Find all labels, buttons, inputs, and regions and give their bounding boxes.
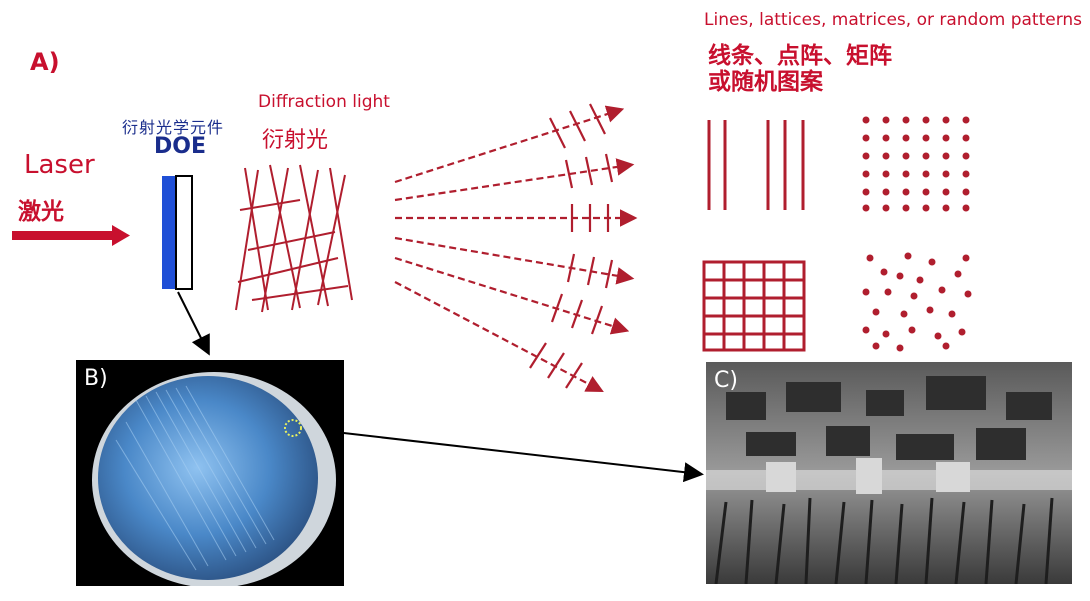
- pattern-random-dots: [862, 252, 972, 352]
- photo-to-sem-arrow: [299, 427, 704, 483]
- pattern-dot-lattice: [862, 116, 970, 212]
- patterns-label-zh-line1: 线条、点阵、矩阵: [708, 43, 892, 69]
- pattern-lines: [707, 120, 805, 210]
- laser-label-zh: 激光: [18, 199, 64, 225]
- doe-label: DOE: [154, 134, 206, 159]
- doe-label-zh: 衍射光学元件: [122, 118, 225, 137]
- patterns-label-zh-line2: 或随机图案: [708, 69, 823, 95]
- panel-label-b: B): [84, 366, 108, 391]
- beam-ticks: [529, 103, 614, 389]
- patterns-label: Lines, lattices, matrices, or random pat…: [704, 10, 1083, 30]
- diffraction-lines: [235, 164, 353, 313]
- laser-arrow: [12, 225, 130, 246]
- diffraction-label-zh: 衍射光: [262, 128, 329, 153]
- sem-photo-image: [706, 362, 1072, 584]
- pattern-matrix-grid: [702, 260, 806, 352]
- laser-label: Laser: [24, 150, 95, 180]
- panel-label-c: C): [714, 368, 738, 393]
- sem-photo: C): [706, 362, 1072, 584]
- doe-to-photo-arrow: [177, 291, 210, 356]
- diffraction-label: Diffraction light: [258, 92, 390, 112]
- panel-label-a: A): [30, 48, 60, 76]
- doe-photo: B): [76, 360, 344, 586]
- doe-element: [162, 175, 193, 290]
- diverging-beams: [394, 105, 638, 393]
- doe-photo-image: [76, 360, 344, 586]
